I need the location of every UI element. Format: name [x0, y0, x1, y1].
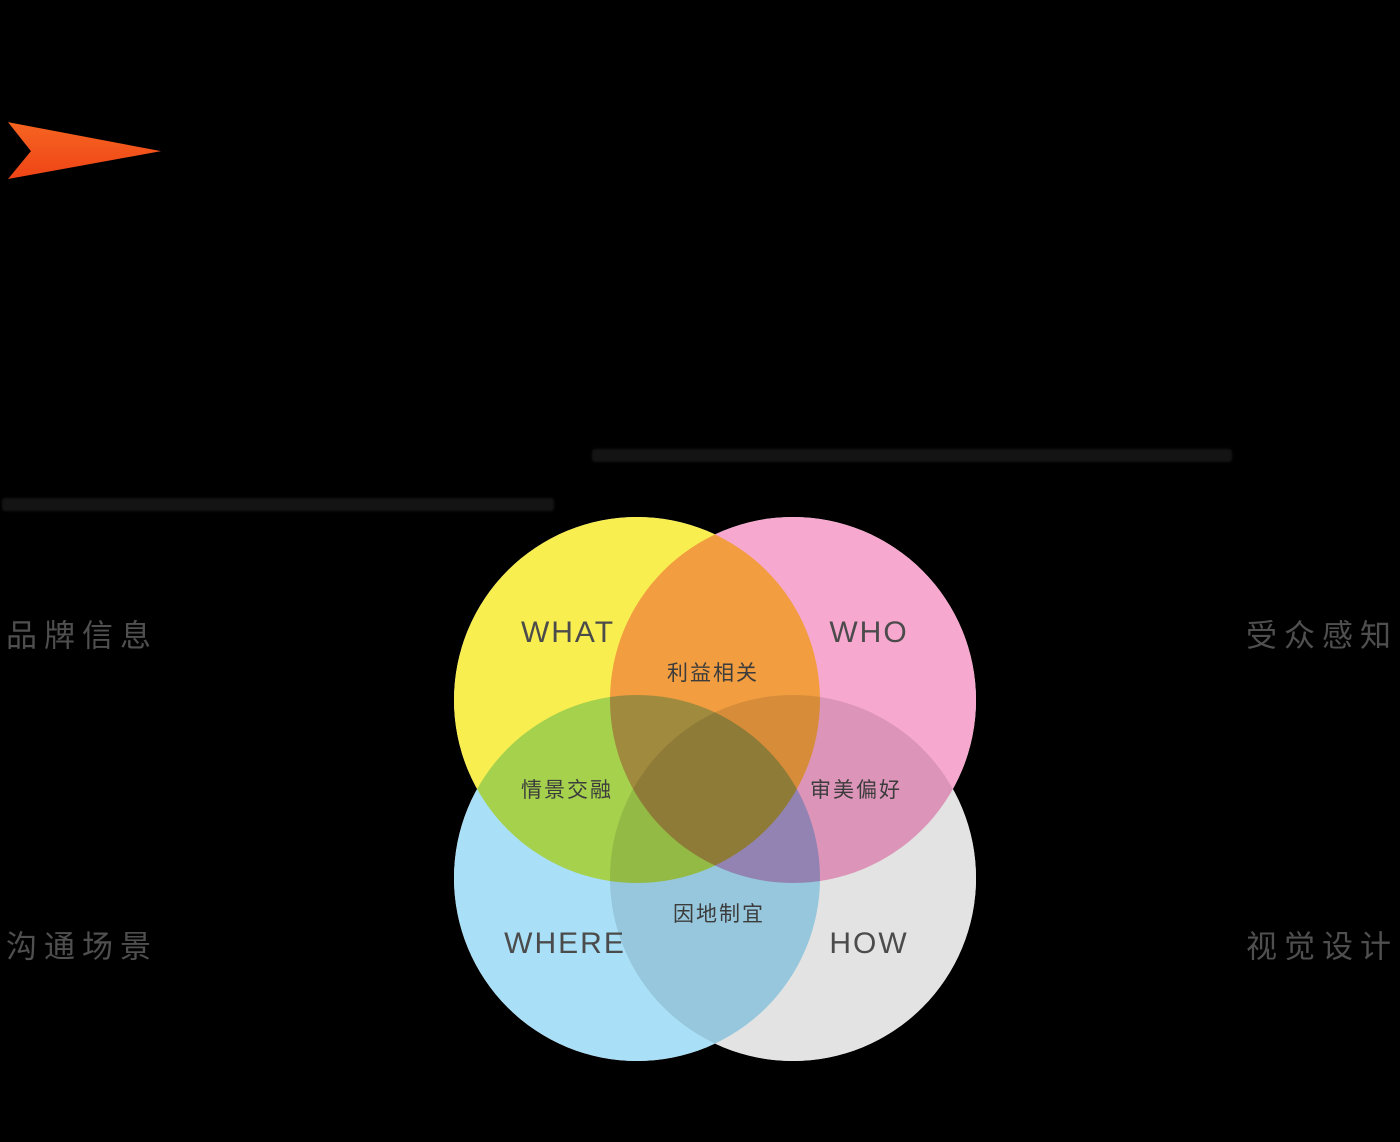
circle-how [610, 695, 976, 1061]
faint-text-artifact [2, 498, 554, 511]
overlap-label-where-how: 因地制宜 [673, 903, 765, 926]
side-label-brand-info: 品牌信息 [6, 618, 158, 654]
circle-label-where: WHERE [504, 927, 626, 960]
side-label-communication-scene: 沟通场景 [6, 929, 158, 965]
side-label-visual-design: 视觉设计 [1246, 929, 1398, 965]
overlap-label-who-how: 审美偏好 [810, 779, 902, 802]
overlap-label-what-where: 情景交融 [521, 779, 613, 802]
faint-text-artifact [592, 449, 1232, 462]
circle-label-who: WHO [829, 616, 909, 649]
side-label-audience-perception: 受众感知 [1246, 618, 1398, 654]
overlap-label-what-who: 利益相关 [667, 662, 759, 685]
circle-label-what: WHAT [520, 616, 616, 649]
circle-label-how: HOW [829, 927, 909, 960]
